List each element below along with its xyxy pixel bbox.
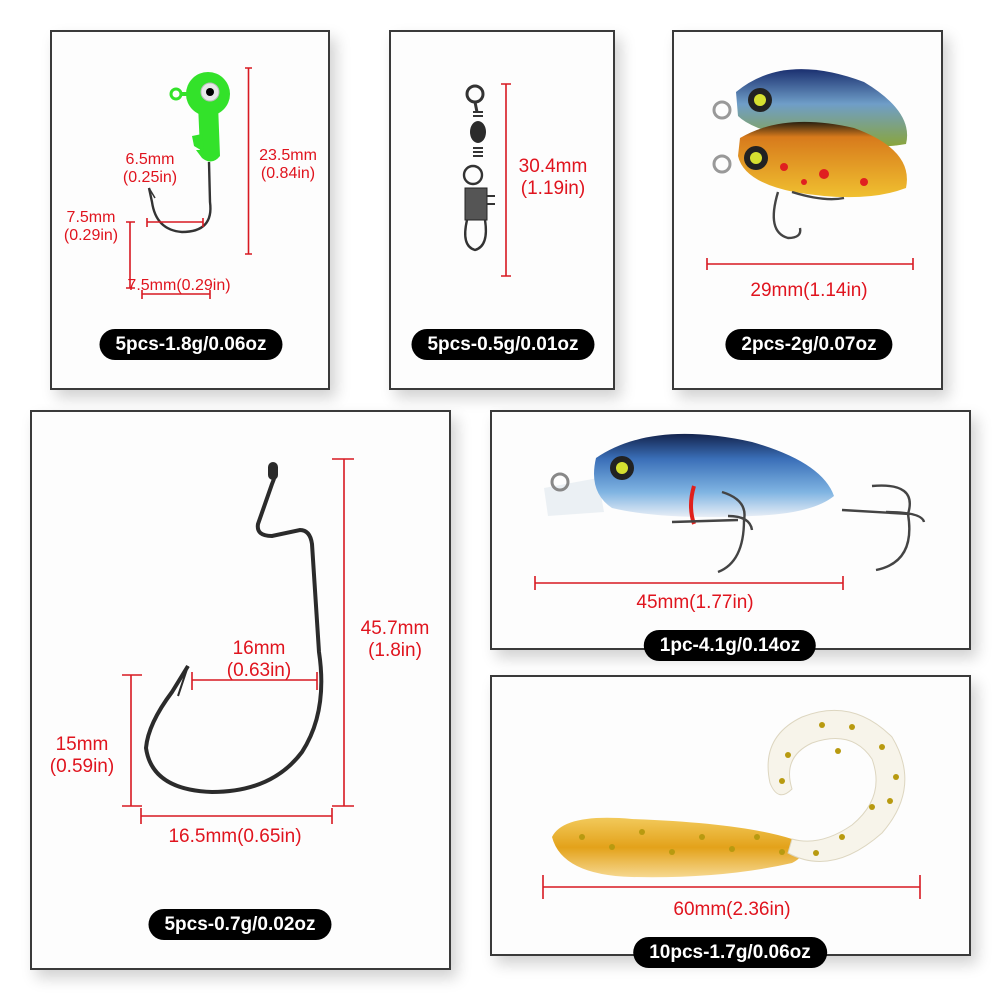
panel-offset-worm-hook: 16mm (0.63in) 45.7mm (1.8in) 15mm (0.59i… [30, 410, 451, 970]
height-dimension-in: (1.8in) [368, 640, 422, 661]
snap-swivel-illustration [462, 83, 511, 277]
crankbait-quantity-weight-badge: 1pc-4.1g/0.14oz [643, 630, 817, 661]
length-dimension: 45mm(1.77in) [636, 592, 754, 613]
length-dimension: 29mm(1.14in) [750, 280, 868, 301]
height-dimension-mm: 45.7mm [360, 618, 430, 639]
panel-jig-head: 6.5mm (0.25in) 7.5mm (0.29in) 23.5mm (0.… [50, 30, 330, 390]
jig-head-illustration [126, 67, 252, 299]
quantity-weight-badge: 2pcs-2g/0.07oz [725, 329, 893, 360]
bend-dimension-mm: 7.5mm [66, 209, 116, 226]
grub-illustration [542, 709, 921, 899]
gap-dimension-in: (0.63in) [226, 660, 292, 681]
gap-dimension-mm: 16mm [232, 638, 286, 659]
panel-crankbait: 45mm(1.77in) [490, 410, 971, 650]
offset-worm-hook-illustration [122, 458, 354, 824]
height-dimension-mm: 30.4mm [518, 156, 588, 177]
gap-dimension-in: (0.25in) [122, 169, 178, 186]
width-dimension: 7.5mm(0.29in) [127, 277, 231, 294]
panel-snap-swivel: 30.4mm (1.19in) 5pcs-0.5g/0.01oz [389, 30, 615, 390]
bend-dimension-mm: 15mm [55, 734, 109, 755]
panel-mini-crankbait: 29mm(1.14in) 2pcs-2g/0.07oz [672, 30, 943, 390]
height-dimension-mm: 23.5mm [259, 147, 317, 164]
quantity-weight-badge: 5pcs-0.7g/0.02oz [148, 909, 332, 940]
quantity-weight-badge: 5pcs-1.8g/0.06oz [99, 329, 283, 360]
bend-dimension-in: (0.59in) [49, 756, 115, 777]
height-dimension-in: (0.84in) [260, 165, 316, 182]
panel-grub: 60mm(2.36in) [490, 675, 971, 956]
height-dimension-in: (1.19in) [520, 178, 586, 199]
grub-quantity-weight-badge: 10pcs-1.7g/0.06oz [633, 937, 827, 968]
bend-dimension-in: (0.29in) [63, 227, 119, 244]
width-dimension: 16.5mm(0.65in) [168, 826, 302, 847]
gap-dimension-mm: 6.5mm [125, 151, 175, 168]
mini-crankbait-illustration [706, 69, 914, 270]
length-dimension: 60mm(2.36in) [673, 899, 791, 920]
crankbait-illustration [534, 433, 926, 590]
quantity-weight-badge: 5pcs-0.5g/0.01oz [411, 329, 595, 360]
